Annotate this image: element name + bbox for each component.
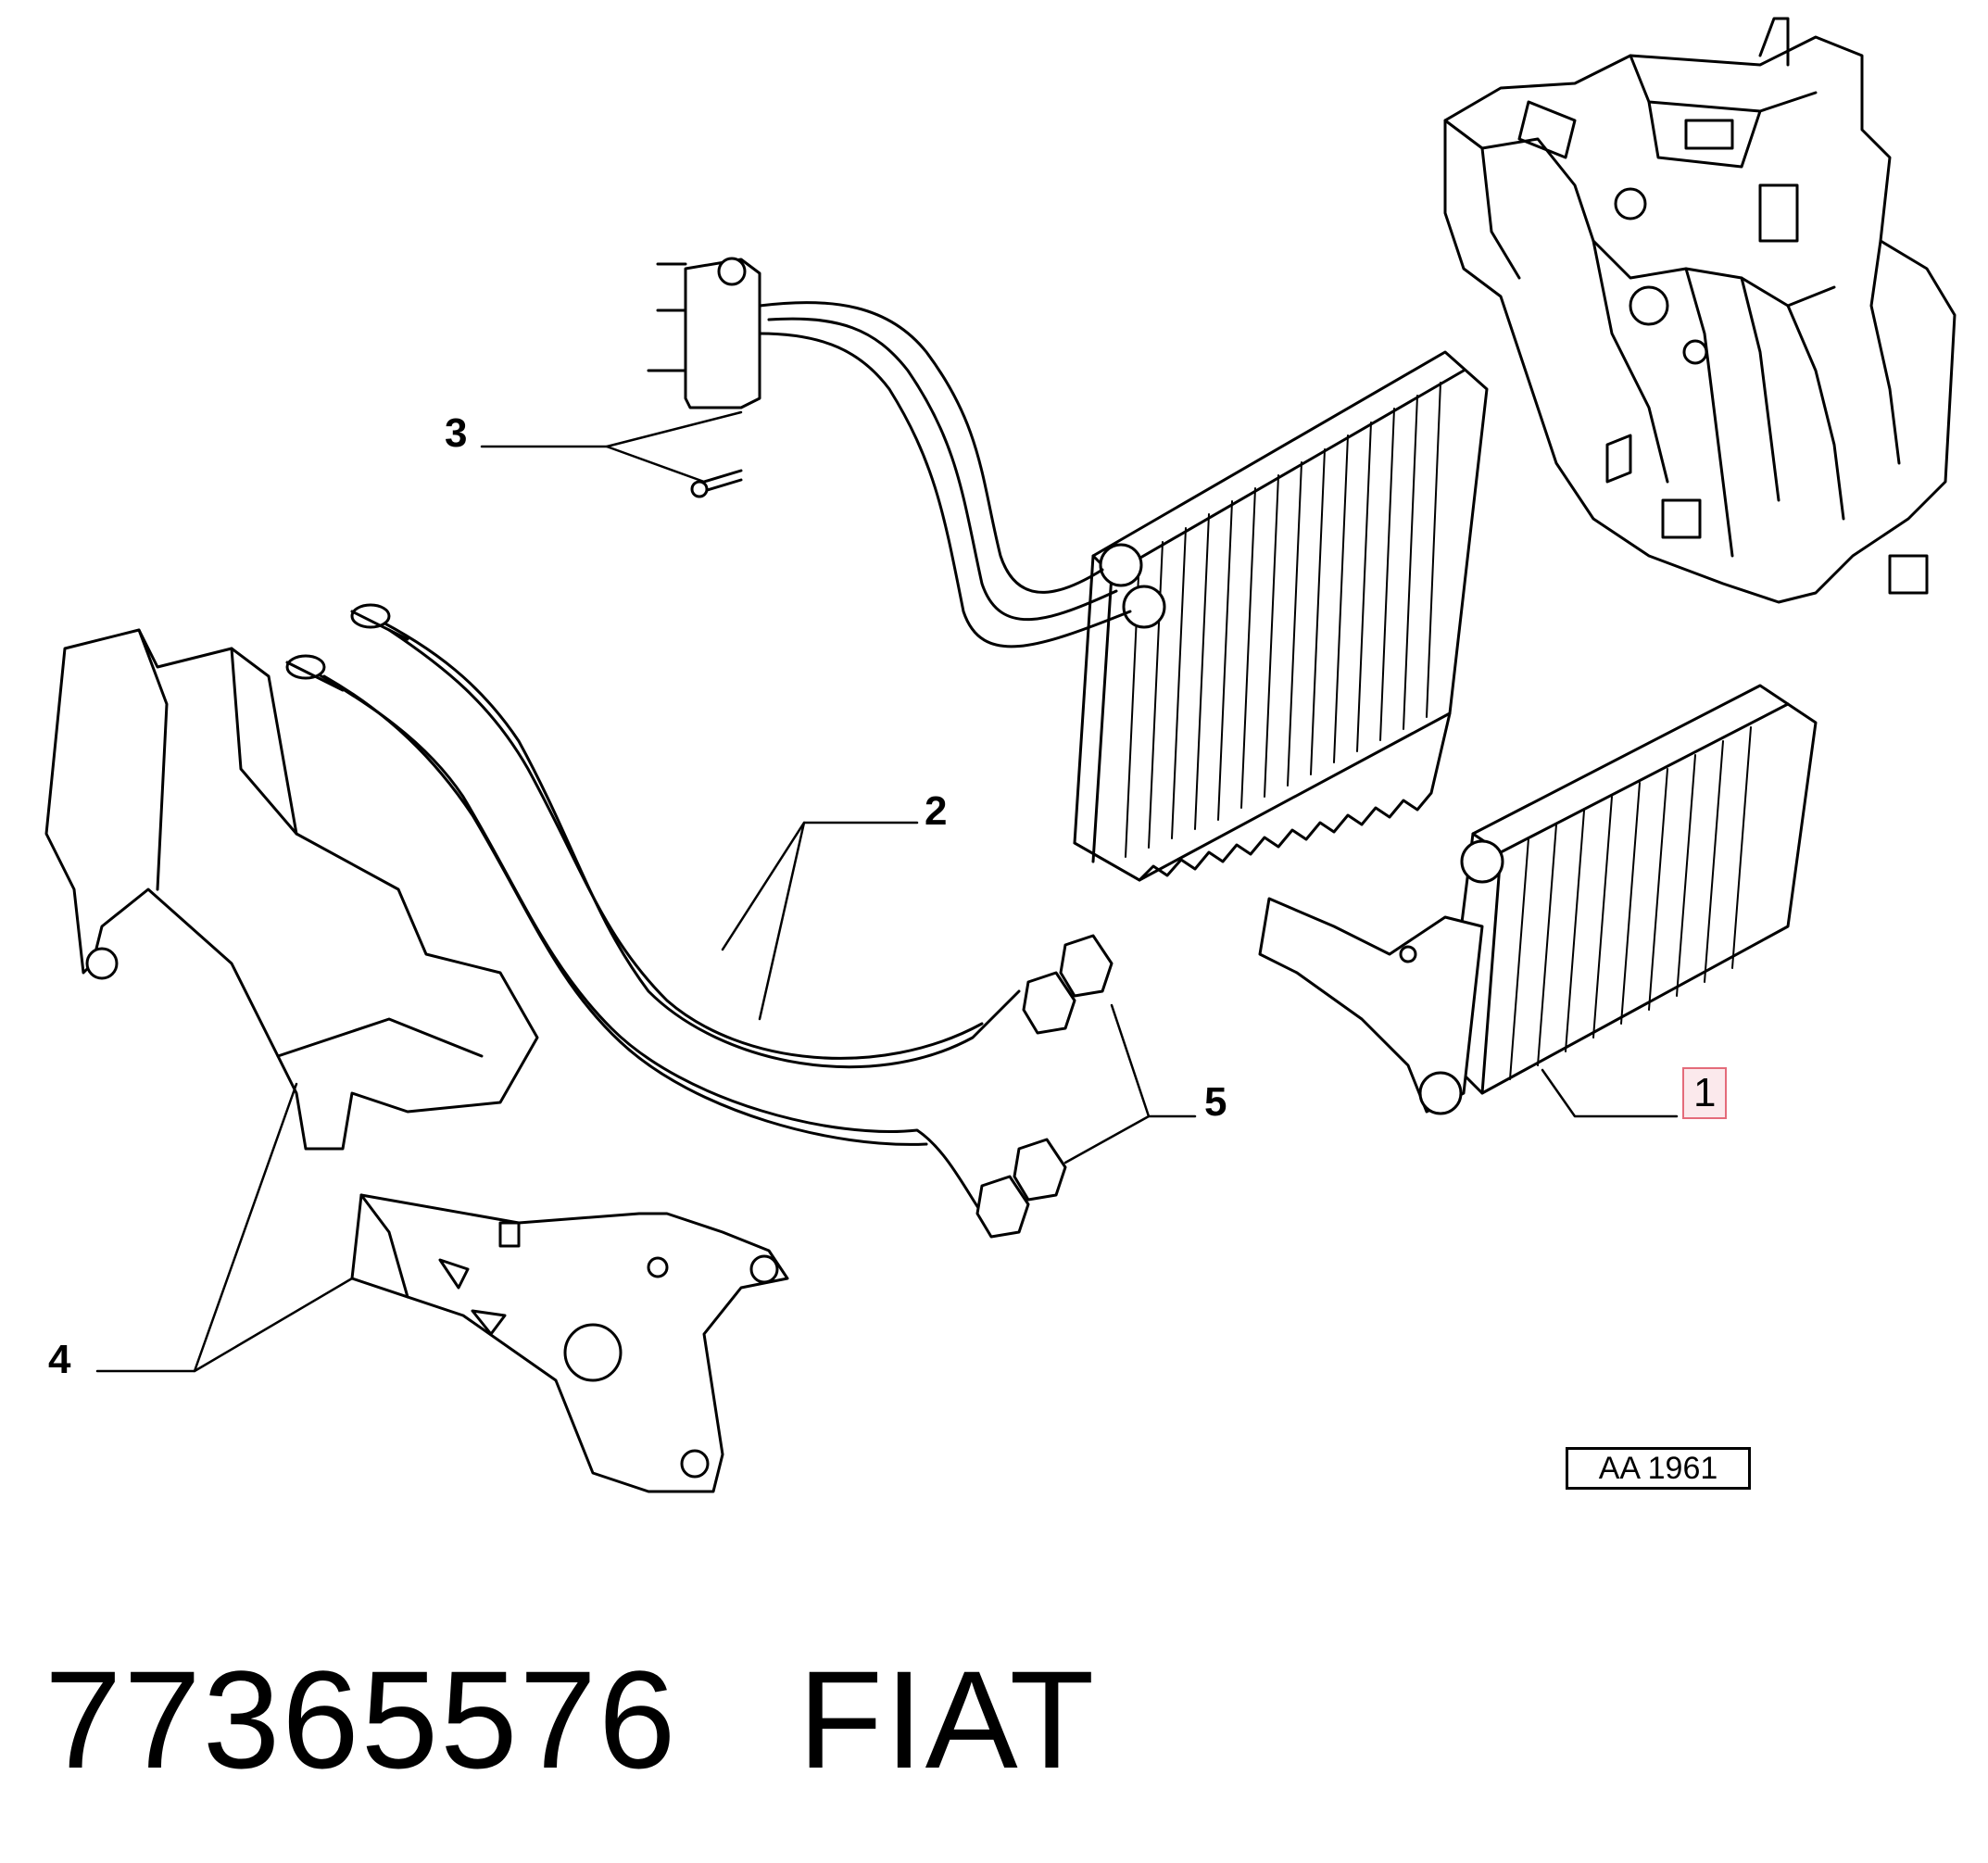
callout-2: 2 — [925, 788, 948, 834]
callout-1-highlighted: 1 — [1682, 1067, 1728, 1119]
reference-code-box: AA 1961 — [1566, 1447, 1751, 1490]
part-number-line: 77365576 FIAT — [44, 1640, 1096, 1800]
heater-core-drawing — [1258, 684, 1818, 1115]
callout-5: 5 — [1204, 1079, 1227, 1125]
evaporator-core-drawing — [1073, 350, 1489, 882]
hvac-housing-drawing — [1443, 17, 1957, 604]
exploded-parts-diagram — [44, 17, 1957, 1493]
hose-clips-drawing — [975, 934, 1114, 1239]
leader-lines — [95, 410, 1679, 1373]
brand-name: FIAT — [798, 1642, 1097, 1797]
callout-3: 3 — [445, 410, 468, 456]
reference-code: AA 1961 — [1598, 1450, 1718, 1486]
callout-4: 4 — [48, 1337, 71, 1382]
air-duct-upper-drawing — [44, 628, 539, 1151]
part-number: 77365576 — [44, 1642, 678, 1797]
heater-hoses-drawing — [285, 603, 1021, 1215]
air-duct-lower-drawing — [350, 1193, 789, 1493]
expansion-valve-drawing — [647, 257, 1132, 648]
